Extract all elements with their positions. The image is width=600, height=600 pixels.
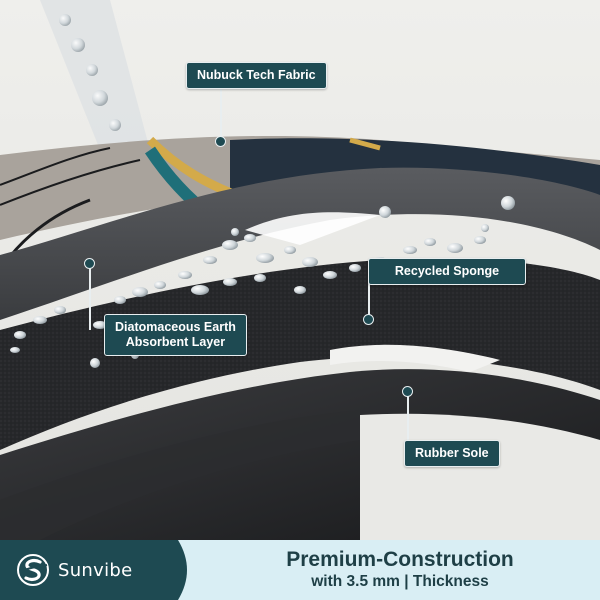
water-strip xyxy=(40,0,150,175)
sole-anchor-dot xyxy=(402,386,413,397)
nubuck-leader-line xyxy=(220,84,222,138)
sponge-layer xyxy=(0,167,600,320)
absorbent-callout-line1: Diatomaceous Earth xyxy=(115,320,236,334)
layer-cross-section-art xyxy=(0,0,600,540)
tagline-panel: Premium-Construction with 3.5 mm | Thick… xyxy=(178,540,600,600)
absorbent-layer-callout: Diatomaceous Earth Absorbent Layer xyxy=(104,314,247,356)
sponge-leader-line xyxy=(368,270,370,320)
brand-panel: Sunvibe xyxy=(0,540,187,600)
absorbent-callout-line2: Absorbent Layer xyxy=(125,335,226,349)
banner-subline: with 3.5 mm | Thickness xyxy=(311,573,489,590)
absorbent-leader-line xyxy=(89,265,91,330)
nubuck-anchor-dot xyxy=(215,136,226,147)
absorbent-anchor-dot xyxy=(84,258,95,269)
banner-headline: Premium-Construction xyxy=(286,548,514,571)
nubuck-fabric-callout: Nubuck Tech Fabric xyxy=(186,62,327,89)
footer-banner: Sunvibe Premium-Construction with 3.5 mm… xyxy=(0,540,600,600)
rubber-sole-callout: Rubber Sole xyxy=(404,440,500,467)
sponge-anchor-dot xyxy=(363,314,374,325)
banner-divider-shape xyxy=(160,540,187,600)
sole-leader-line xyxy=(407,392,409,440)
product-illustration: Nubuck Tech Fabric Recycled Sponge Diato… xyxy=(0,0,600,540)
recycled-sponge-callout: Recycled Sponge xyxy=(368,258,526,285)
sunvibe-logo-icon xyxy=(17,554,49,586)
absorbent-layer xyxy=(0,258,600,450)
brand-name: Sunvibe xyxy=(58,559,133,581)
